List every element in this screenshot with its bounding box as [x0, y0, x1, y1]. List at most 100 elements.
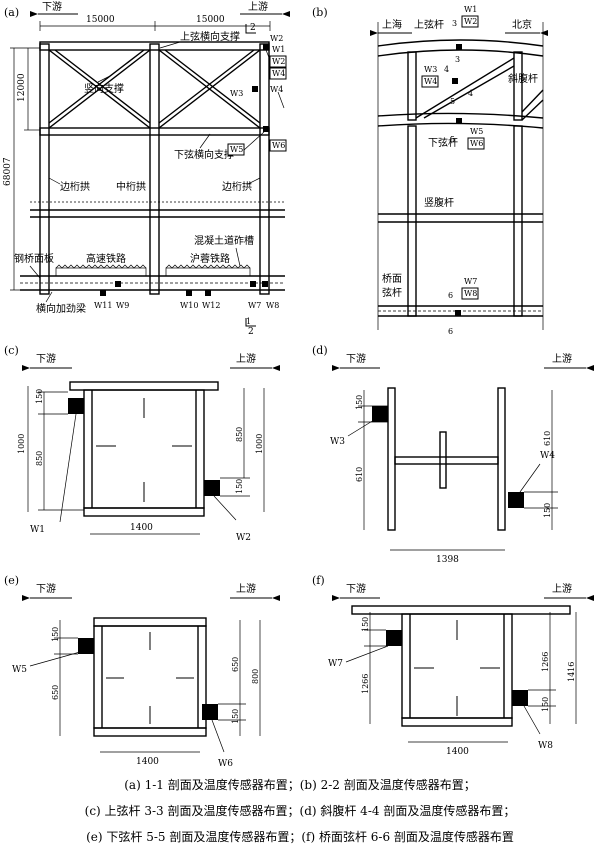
section-1-mark: 1	[246, 317, 251, 326]
d-sensor-2: W4	[540, 451, 555, 461]
b-sensor-w1: W1	[464, 5, 477, 14]
upstream-label: 上游	[248, 0, 268, 13]
b-sensor-w2: W2	[464, 17, 477, 26]
panel-b: (b) 上海 北京 上弦杆 斜腹杆 下弦杆 竖腹杆 桥面 弦杆	[312, 5, 548, 336]
vertical-bracing-label: 竖向支撑	[84, 82, 124, 95]
e-sensor-2: W6	[218, 759, 233, 769]
e-dim-150b: 150	[231, 709, 240, 724]
panel-c: (c) 下游 上游 150 850 1000 850 1000 150	[4, 344, 280, 543]
sensor-w8-label: W8	[266, 301, 279, 310]
c-sensor-1: W1	[30, 525, 45, 535]
dim-68007: 68007	[3, 157, 13, 186]
panel-f: (f) 下游 上游 150 1266 1266 150 1416 1400 W7…	[312, 574, 594, 757]
top-chord	[39, 41, 270, 51]
upper-bracing-label: 上弦横向支撑	[180, 30, 240, 43]
caption-line-2: (c) 上弦杆 3-3 剖面及温度传感器布置；(d) 斜腹杆 4-4 剖面及温度…	[84, 804, 516, 818]
b-sec3-bottom: 3	[455, 55, 460, 64]
b-sec6-top: 6	[448, 291, 453, 300]
b-sensor-w4: W4	[424, 77, 437, 86]
sensor-w2-label: W2	[270, 34, 283, 43]
b-sec5-top: 5	[450, 97, 455, 106]
sensor-w10-label: W10	[180, 301, 198, 310]
section-2-top: 2	[250, 23, 256, 33]
panel-e: (e) 下游 上游 150 650 650 150 800 1400 W5 W6	[4, 574, 280, 769]
panel-d: (d) 下游 上游 150 610 610 150 1398 W3 W4	[312, 344, 594, 565]
f-width: 1400	[446, 747, 469, 757]
d-dim-150a: 150	[355, 395, 364, 410]
caption-line-3: (e) 下弦杆 5-5 剖面及温度传感器布置；(f) 桥面弦杆 6-6 剖面及温…	[86, 830, 514, 844]
c-dim-850a: 850	[35, 451, 44, 466]
x-bracing	[48, 49, 261, 129]
f-dim-1266b: 1266	[541, 652, 550, 672]
b-sec5-bottom: 5	[450, 135, 455, 144]
d-downstream: 下游	[346, 352, 366, 365]
b-sec6-bottom: 6	[448, 327, 453, 336]
b-sensor-w3: W3	[424, 65, 437, 74]
high-speed-label: 高速铁路	[86, 252, 126, 265]
d-dim-610b: 610	[543, 431, 552, 446]
f-downstream: 下游	[346, 582, 366, 595]
sensor-w12-label: W12	[202, 301, 220, 310]
stiff-beam-label: 横向加劲梁	[36, 302, 86, 315]
b-sensor-w7: W7	[464, 277, 477, 286]
sensor-w6-label: W6	[272, 141, 285, 150]
e-dim-650a: 650	[51, 685, 60, 700]
c-width: 1400	[130, 523, 153, 533]
e-dim-650b: 650	[231, 657, 240, 672]
c-sensor-2: W2	[236, 533, 251, 543]
e-sensor-1: W5	[12, 665, 27, 675]
lower-chord	[39, 127, 270, 136]
downstream-label: 下游	[42, 0, 62, 13]
d-width: 1398	[436, 555, 459, 565]
f-dim-150a: 150	[361, 617, 370, 632]
b-sensor-w5: W5	[470, 127, 483, 136]
deck-chord-label-1: 桥面	[382, 273, 402, 285]
upper-chord-label: 上弦杆	[414, 18, 444, 31]
c-downstream: 下游	[36, 352, 56, 365]
side-truss-left-label: 边桁拱	[60, 180, 90, 193]
panel-a: (a) 下游 上游 15000 15000 68007 12000	[3, 0, 290, 337]
panel-c-label: (c)	[4, 344, 19, 357]
d-dim-610a: 610	[355, 467, 364, 482]
b-sec4-top: 4	[444, 65, 449, 74]
c-dim-150a: 150	[35, 389, 44, 404]
f-upstream: 上游	[552, 582, 572, 595]
dim-15000-right: 15000	[196, 15, 225, 25]
section-2-bottom: 2	[248, 327, 254, 337]
sensor-w3-label: W3	[230, 89, 243, 98]
dim-15000-left: 15000	[86, 15, 115, 25]
d-upstream: 上游	[552, 352, 572, 365]
sensor-w7-label: W7	[248, 301, 261, 310]
panel-f-label: (f)	[312, 574, 325, 587]
lower-chord-label: 下弦杆	[428, 136, 458, 149]
diag-web-label: 斜腹杆	[508, 72, 538, 85]
sensor-w4-label: W4	[270, 85, 283, 94]
c-dim-1000a: 1000	[17, 434, 26, 454]
sensor-w9-label: W9	[116, 301, 129, 310]
hurong-label: 沪蓉铁路	[190, 252, 230, 265]
c-upstream: 上游	[236, 352, 256, 365]
steel-deck-label: 钢桥面板	[14, 252, 54, 265]
concrete-trough-label: 混凝土道砟槽	[194, 234, 254, 247]
e-upstream: 上游	[236, 582, 256, 595]
c-dim-850b: 850	[235, 427, 244, 442]
d-sensor-1: W3	[330, 437, 345, 447]
e-downstream: 下游	[36, 582, 56, 595]
c-dim-150b: 150	[235, 479, 244, 494]
f-sensor-1: W7	[328, 659, 343, 669]
dim-12000: 12000	[17, 73, 27, 102]
side-truss-right-label: 边桁拱	[222, 180, 252, 193]
f-sensor-2: W8	[538, 741, 553, 751]
sensor-w5-marker	[263, 126, 269, 132]
d-dim-150b: 150	[543, 503, 552, 518]
e-dim-150a: 150	[51, 627, 60, 642]
f-dim-150b: 150	[541, 697, 550, 712]
truss-columns	[39, 43, 270, 295]
lower-bracing-label: 下弦横向支撑	[174, 148, 234, 161]
sensor-w3-marker	[252, 86, 258, 92]
panel-e-label: (e)	[4, 574, 19, 587]
panel-b-label: (b)	[312, 6, 328, 19]
panel-d-label: (d)	[312, 344, 328, 357]
e-width: 1400	[136, 757, 159, 767]
